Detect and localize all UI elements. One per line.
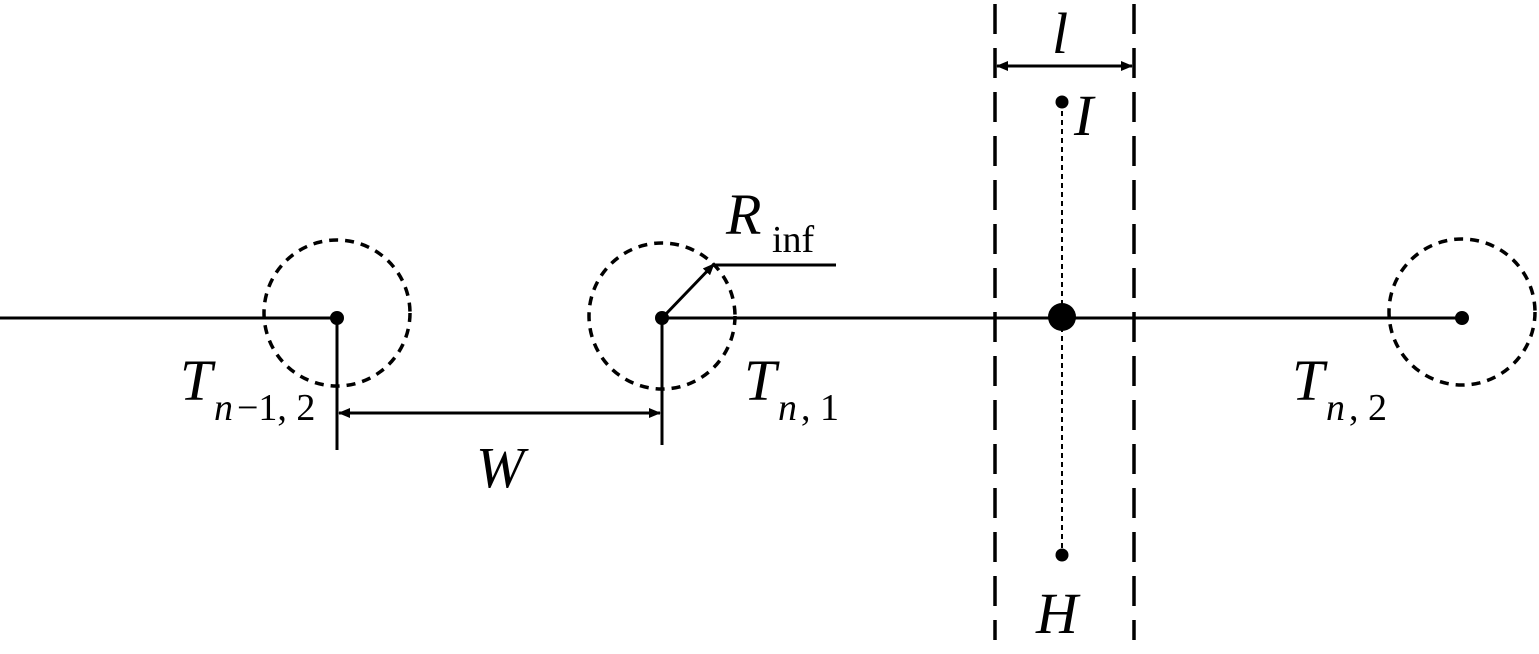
label-t-n-2: T n , 2 bbox=[1292, 348, 1387, 429]
label-t-n-minus-1-2-main: T bbox=[180, 348, 216, 413]
label-t-n-2-sub-rest: , 2 bbox=[1349, 387, 1387, 429]
label-t-n-minus-1-2-sub-var: n bbox=[214, 387, 233, 429]
label-i: I bbox=[1073, 83, 1096, 148]
label-t-n-2-main: T bbox=[1292, 348, 1328, 413]
label-r-inf-sub: inf bbox=[772, 219, 815, 261]
point-h-dot bbox=[1055, 548, 1069, 562]
label-t-n-1-sub-rest: , 1 bbox=[801, 387, 839, 429]
label-t-n-1-main: T bbox=[744, 348, 780, 413]
label-t-n-2-sub-var: n bbox=[1326, 387, 1345, 429]
label-r-inf: R inf bbox=[725, 182, 815, 261]
label-t-n-minus-1-2-sub-rest: −1, 2 bbox=[237, 387, 315, 429]
label-l: l bbox=[1052, 1, 1068, 66]
r-inf-radius-arrow bbox=[662, 262, 716, 318]
label-r-inf-main: R bbox=[725, 182, 761, 247]
intersection-dot bbox=[1048, 303, 1076, 331]
turbine-dot-t-n-2 bbox=[1455, 311, 1469, 325]
label-t-n-1-sub-var: n bbox=[778, 387, 797, 429]
label-w: W bbox=[476, 435, 529, 500]
label-t-n-1: T n , 1 bbox=[744, 348, 839, 429]
point-i-dot bbox=[1055, 95, 1069, 109]
label-h: H bbox=[1035, 581, 1081, 646]
label-t-n-minus-1-2: T n −1, 2 bbox=[180, 348, 315, 429]
influence-circle-t-n-2 bbox=[1387, 237, 1537, 387]
